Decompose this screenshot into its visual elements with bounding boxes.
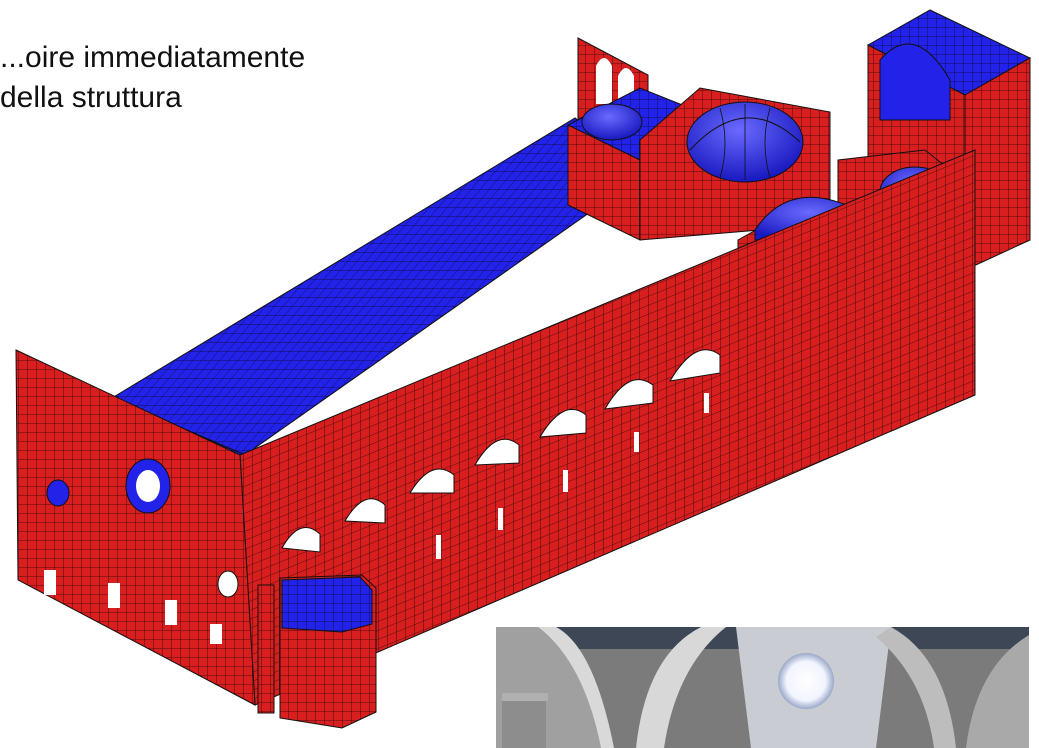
church-interior-photo (496, 627, 1029, 748)
caption-line-1: ...oire immediatamente (0, 41, 306, 74)
west-facade (15, 349, 256, 706)
front-apse (257, 574, 377, 729)
slide-caption: ...oire immediatamente della struttura (0, 38, 305, 118)
crossing-dome (566, 87, 831, 241)
caption-line-2: della struttura (0, 81, 182, 114)
